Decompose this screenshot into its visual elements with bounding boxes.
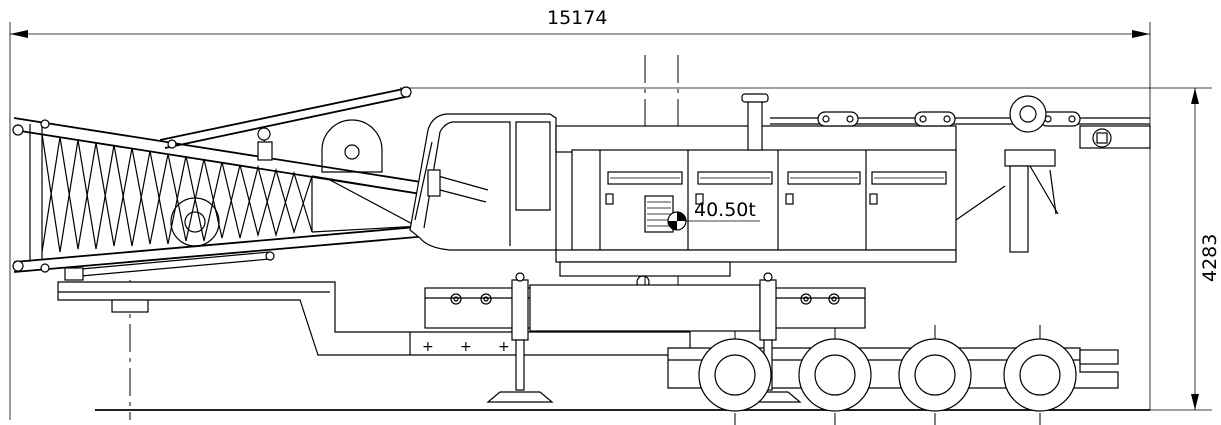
gantry-strut bbox=[159, 86, 412, 173]
svg-text:+: + bbox=[498, 339, 510, 355]
length-value: 15174 bbox=[547, 7, 607, 29]
superstructure bbox=[555, 93, 957, 289]
carbody bbox=[424, 284, 866, 332]
lattice-boom bbox=[12, 117, 441, 281]
center-of-gravity: 40.50t bbox=[667, 199, 760, 231]
weight-value: 40.50t bbox=[694, 199, 756, 221]
svg-text:+: + bbox=[422, 339, 434, 355]
pendant-links bbox=[770, 95, 1151, 253]
operator-cab bbox=[409, 113, 557, 251]
length-dimension: 15174 bbox=[9, 7, 1151, 420]
height-value: 4283 bbox=[1199, 234, 1221, 282]
wheels bbox=[698, 338, 1077, 412]
height-dimension: 4283 bbox=[400, 87, 1221, 411]
svg-text:+: + bbox=[460, 339, 472, 355]
